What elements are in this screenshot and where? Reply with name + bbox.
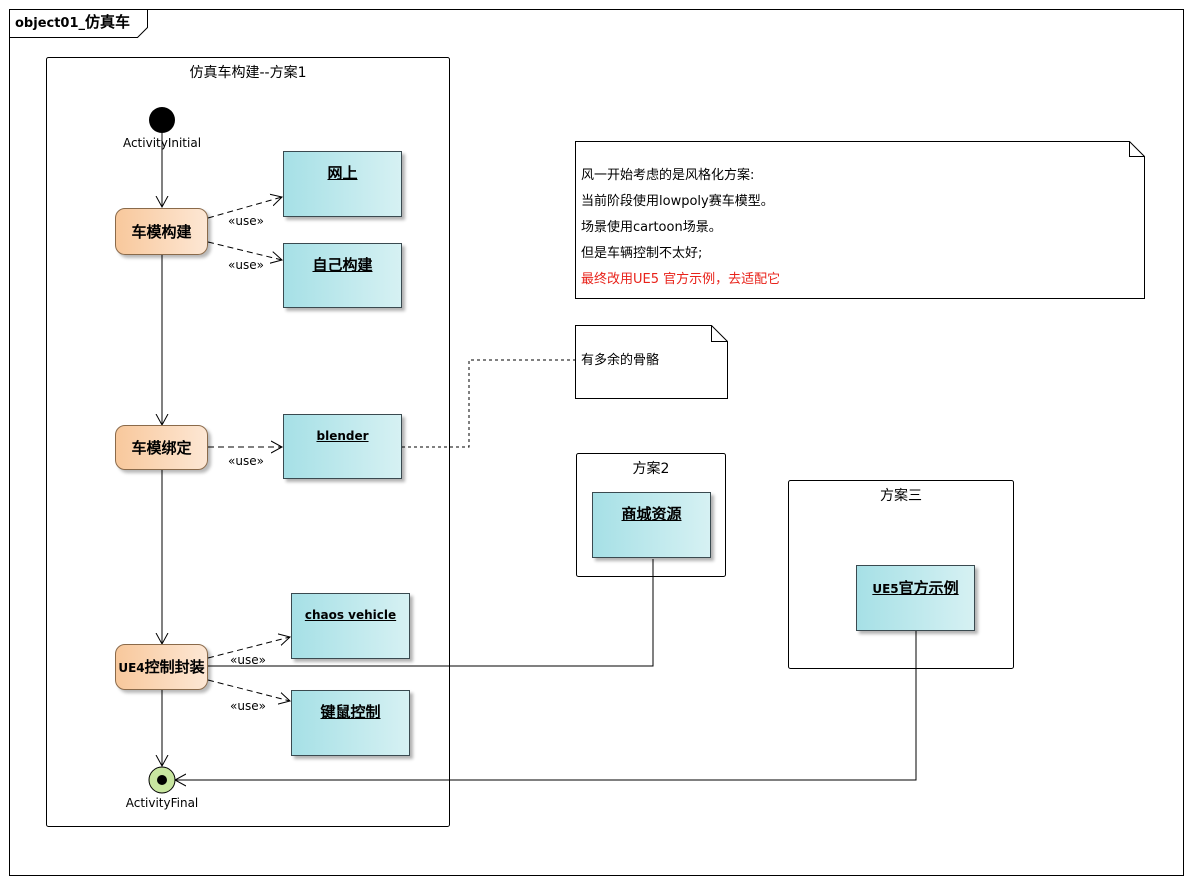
- object-ue5-prefix: UE5: [872, 582, 899, 596]
- group-plan3-title: 方案三: [880, 488, 922, 504]
- object-keyboard-mouse[interactable]: 键鼠控制: [291, 690, 410, 756]
- group-plan1-title: 仿真车构建--方案1: [189, 65, 307, 81]
- object-online[interactable]: 网上: [283, 151, 402, 217]
- action-control-wrap[interactable]: UE4控制封装: [115, 644, 208, 690]
- action-control-prefix: UE4: [118, 660, 145, 675]
- use-build-online: [207, 197, 282, 219]
- initial-node: [149, 107, 175, 133]
- note-link-blender: [402, 359, 575, 448]
- frame-title-text: 仿真车: [85, 13, 131, 31]
- action-control-text: UE4控制封装: [118, 659, 204, 676]
- action-build-model[interactable]: 车模构建: [115, 208, 208, 255]
- use-control-keyboard: [207, 679, 290, 701]
- link-ue5-final: [175, 631, 917, 780]
- group-plan1-border: [46, 57, 450, 827]
- object-store-asset[interactable]: 商城资源: [592, 492, 711, 558]
- use-label-blender: «use»: [228, 454, 264, 468]
- final-node-dot: [157, 775, 167, 785]
- frame-prefix: object01_: [15, 16, 86, 31]
- group-plan3-border: [788, 480, 1014, 669]
- note-bones-border: [575, 325, 728, 399]
- object-ue5-sample[interactable]: UE5官方示例: [856, 565, 975, 631]
- use-build-self: [207, 241, 282, 260]
- note-main-highlight: 最终改用UE5 官方示例，去适配它: [581, 272, 781, 287]
- note-main: 风一开始考虑的是风格化方案: 当前阶段使用lowpoly赛车模型。 场景使用ca…: [575, 141, 780, 293]
- note-main-line-3: 场景使用cartoon场景。: [581, 220, 722, 235]
- object-chaos-vehicle[interactable]: chaos vehicle: [291, 593, 410, 659]
- object-self-build[interactable]: 自己构建: [283, 243, 402, 308]
- note-main-fold: [1129, 141, 1145, 157]
- note-main-border: [575, 141, 1145, 299]
- use-control-chaos: [207, 637, 290, 659]
- note-bones-fold: [711, 325, 728, 342]
- use-label-self: «use»: [228, 258, 264, 272]
- use-label-keyboard: «use»: [230, 699, 266, 713]
- use-label-chaos: «use»: [230, 653, 266, 667]
- note-main-line-4: 但是车辆控制不太好;: [581, 246, 703, 261]
- frame-tab-border: [9, 9, 148, 38]
- action-bind-model[interactable]: 车模绑定: [115, 425, 208, 470]
- group-plan2-title: 方案2: [632, 461, 670, 477]
- group-plan2-border: [576, 453, 726, 577]
- object-blender[interactable]: blender: [283, 414, 402, 479]
- use-label-online: «use»: [228, 214, 264, 228]
- object-ue5-main: 官方示例: [898, 579, 959, 597]
- final-label: ActivityFinal: [125, 796, 199, 810]
- frame-border: [9, 9, 1184, 876]
- initial-label: ActivityInitial: [122, 136, 202, 150]
- link-store-control: [208, 559, 654, 667]
- note-bones: 有多余的骨骼: [581, 353, 660, 368]
- note-main-line-1: 风一开始考虑的是风格化方案:: [581, 168, 755, 183]
- frame-title: object01_仿真车: [9, 9, 152, 37]
- action-control-main: 控制封装: [144, 657, 205, 676]
- note-main-line-2: 当前阶段使用lowpoly赛车模型。: [581, 194, 774, 209]
